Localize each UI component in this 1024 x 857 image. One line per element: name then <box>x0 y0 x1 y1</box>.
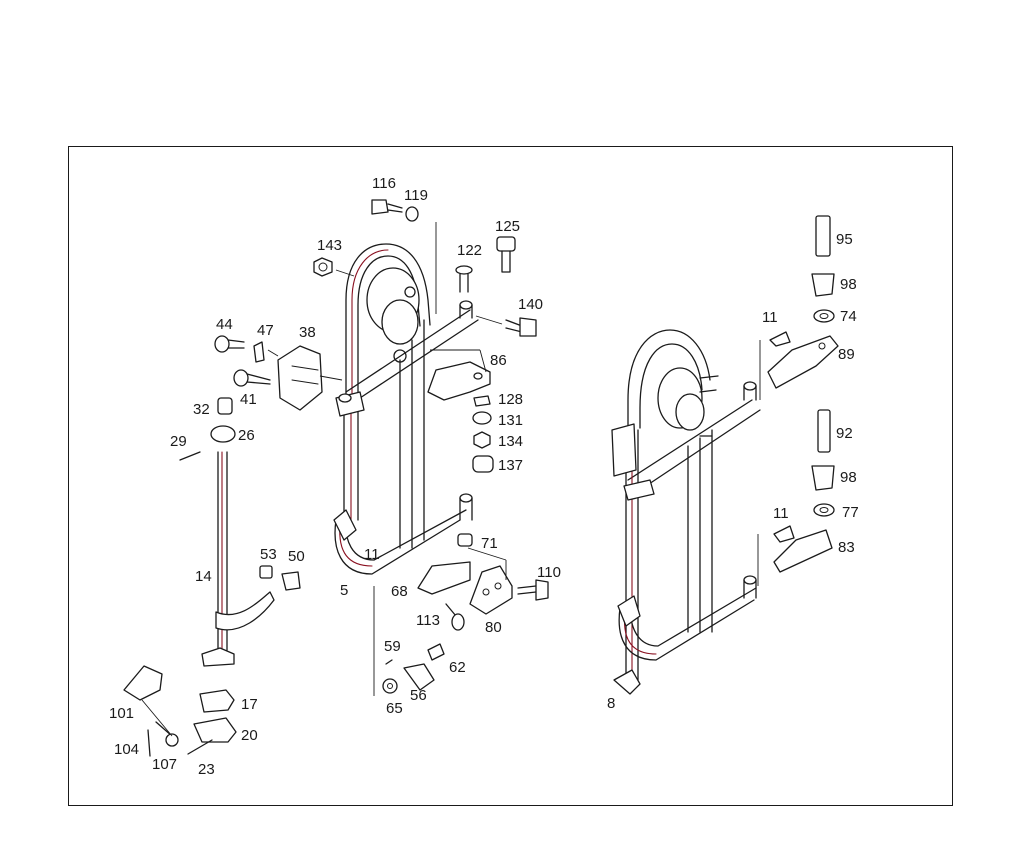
callout-113: 113 <box>416 612 440 629</box>
callout-59: 59 <box>384 638 401 655</box>
callout-86: 86 <box>490 352 507 369</box>
callout-56: 56 <box>410 687 427 704</box>
diagram-frame <box>68 146 953 806</box>
callout-38: 38 <box>299 324 316 341</box>
callout-77: 77 <box>842 504 859 521</box>
callout-68: 68 <box>391 583 408 600</box>
callout-14: 14 <box>195 568 212 585</box>
callout-107: 107 <box>152 756 177 773</box>
callout-32: 32 <box>193 401 210 418</box>
left-loose-parts <box>123 199 549 757</box>
left-frame-assembly <box>333 243 479 575</box>
callout-29: 29 <box>170 433 187 450</box>
callout-53: 53 <box>260 546 277 563</box>
callout-101: 101 <box>109 705 134 722</box>
callout-17: 17 <box>241 696 258 713</box>
callout-104: 104 <box>114 741 139 758</box>
callout-23: 23 <box>198 761 215 778</box>
callout-20: 20 <box>241 727 258 744</box>
callout-119: 119 <box>404 187 428 204</box>
callout-122: 122 <box>457 242 482 259</box>
callout-41: 41 <box>240 391 257 408</box>
callout-62: 62 <box>449 659 466 676</box>
callout-47: 47 <box>257 322 274 339</box>
callout-137: 137 <box>498 457 523 474</box>
callout-98-lower: 98 <box>840 469 857 486</box>
right-loose-parts <box>767 215 839 573</box>
callout-92: 92 <box>836 425 853 442</box>
callout-125: 125 <box>495 218 520 235</box>
callout-50: 50 <box>288 548 305 565</box>
leader-lines <box>141 222 761 737</box>
callout-11-upper-right: 11 <box>762 309 778 326</box>
callout-116: 116 <box>372 175 396 192</box>
callout-11-left: 11 <box>364 546 380 563</box>
callout-71: 71 <box>481 535 498 552</box>
callout-95: 95 <box>836 231 853 248</box>
callout-11-lower-right: 11 <box>773 505 789 522</box>
right-frame-assembly <box>611 329 761 695</box>
callout-140: 140 <box>518 296 543 313</box>
callout-8: 8 <box>607 695 615 712</box>
callout-110: 110 <box>537 564 561 581</box>
callout-134: 134 <box>498 433 523 450</box>
callout-83: 83 <box>838 539 855 556</box>
callout-labels: 116 119 125 143 122 140 44 47 38 86 128 … <box>109 175 859 778</box>
callout-74: 74 <box>840 308 857 325</box>
callout-5: 5 <box>340 582 348 599</box>
callout-80: 80 <box>485 619 502 636</box>
callout-65: 65 <box>386 700 403 717</box>
callout-89: 89 <box>838 346 855 363</box>
callout-44: 44 <box>216 316 233 333</box>
callout-26: 26 <box>238 427 255 444</box>
callout-143: 143 <box>317 237 342 254</box>
callout-98-upper: 98 <box>840 276 857 293</box>
callout-131: 131 <box>498 412 523 429</box>
callout-128: 128 <box>498 391 523 408</box>
